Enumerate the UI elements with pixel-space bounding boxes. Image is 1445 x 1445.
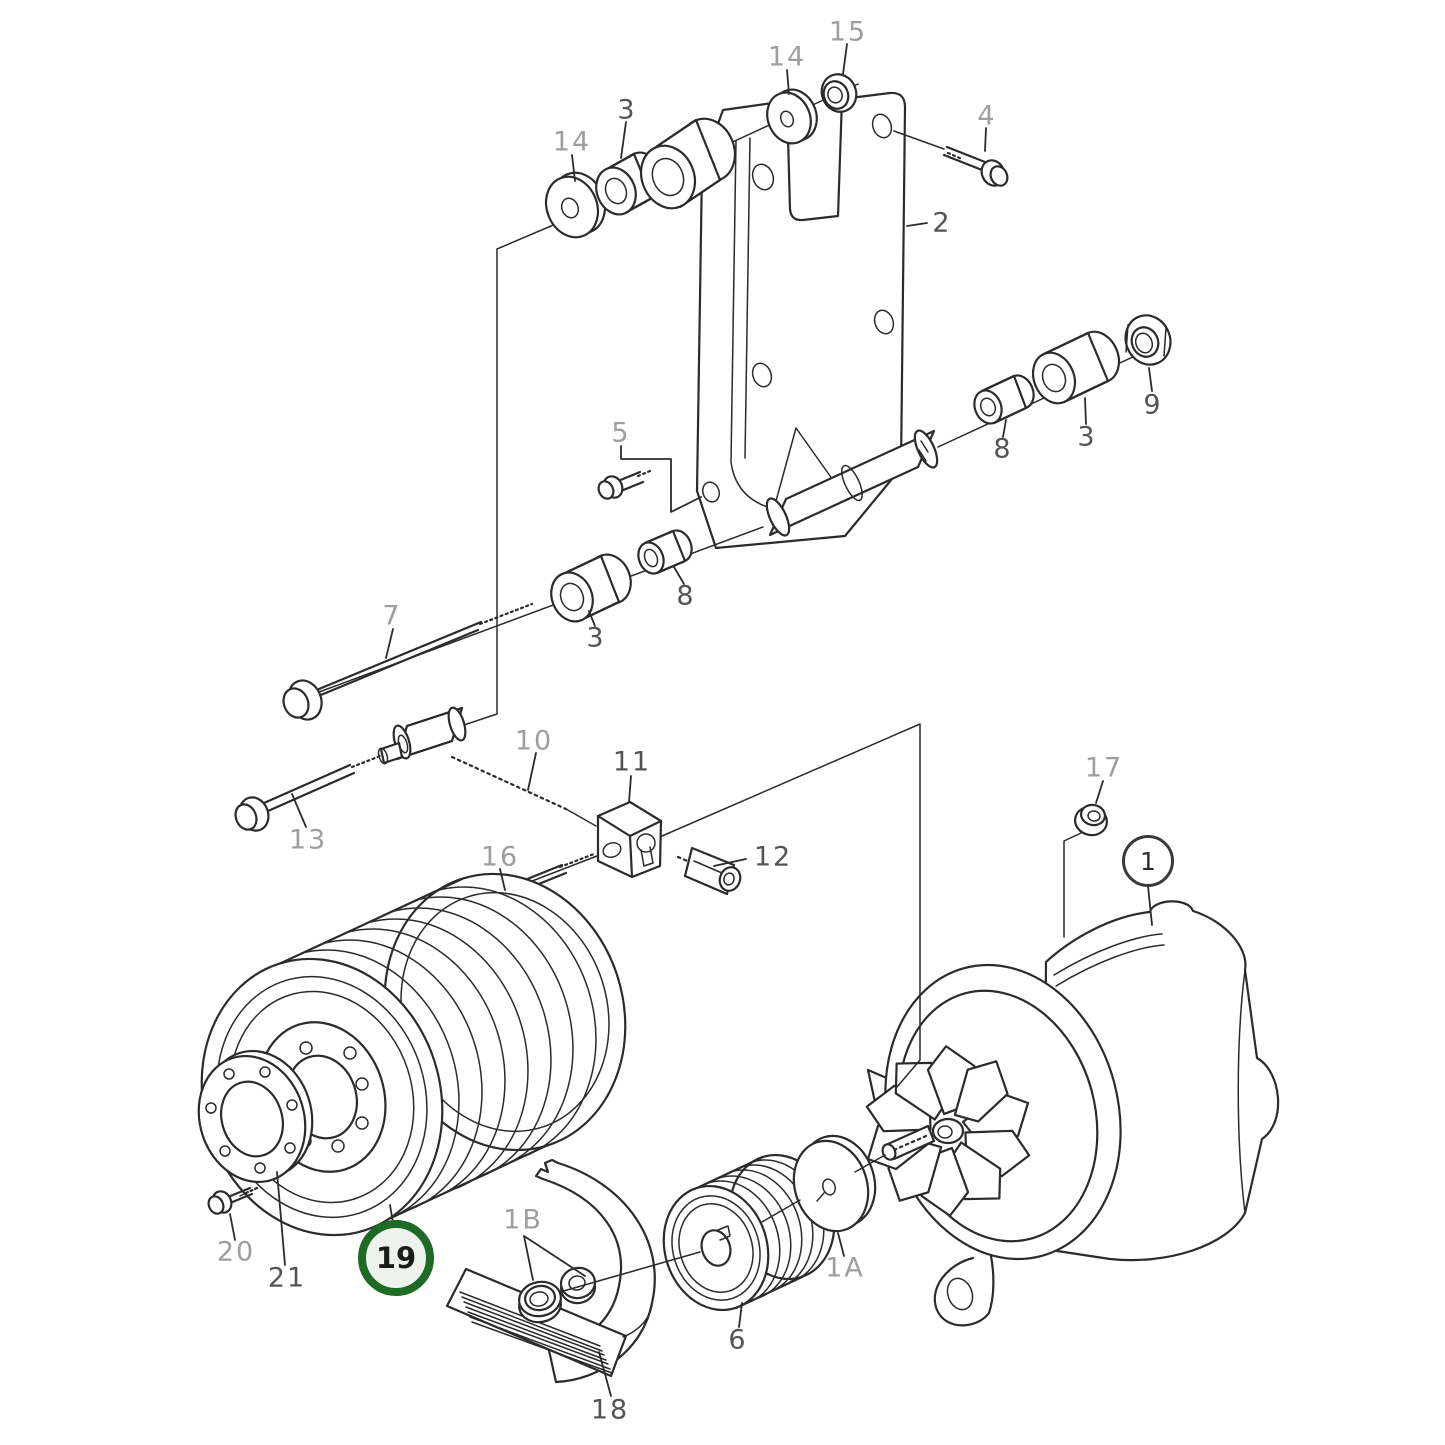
- part-bushing-sleeve-top: [639, 117, 737, 210]
- leader-lines: [229, 43, 1153, 1397]
- part-bolt-4: [942, 145, 1009, 187]
- callout-10: 10: [514, 725, 554, 757]
- alternator-shaft: [881, 1124, 936, 1161]
- callout-3: 3: [1077, 421, 1097, 453]
- part-trunnion-pivot: [377, 706, 467, 765]
- alignment-line-adjuster: [661, 723, 921, 1088]
- part-washer-14-right: [766, 88, 818, 145]
- axis-line-bottom: [559, 1154, 886, 1293]
- callout-8: 8: [676, 580, 696, 612]
- callout-16: 16: [480, 841, 520, 873]
- callout-20: 20: [216, 1236, 256, 1268]
- part-bolt-13: [234, 751, 390, 832]
- callout-1A: 1A: [825, 1252, 865, 1284]
- callout-21: 21: [267, 1262, 307, 1294]
- part-block-11: [596, 800, 663, 879]
- part-flange-nut-9: [1124, 314, 1172, 366]
- callout-1B: 1B: [503, 1204, 543, 1236]
- callout-9: 9: [1143, 389, 1163, 421]
- callout-3: 3: [617, 94, 637, 126]
- callout-7: 7: [382, 600, 402, 632]
- part-sleeve-8-middle: [637, 529, 693, 575]
- callout-12: 12: [753, 841, 793, 873]
- callout-6: 6: [728, 1324, 748, 1356]
- part-sleeve-8-right: [973, 374, 1035, 425]
- part-nut-17: [1063, 803, 1109, 938]
- part-washer-1b: [559, 1266, 597, 1305]
- part-spacer-3-middle: [550, 553, 632, 623]
- part-washer-1a: [792, 1134, 877, 1233]
- callout-3: 3: [586, 622, 606, 654]
- part-alternator: [859, 900, 1280, 1327]
- callout-5: 5: [611, 417, 631, 449]
- callout-11: 11: [612, 746, 652, 778]
- part-bolt-20: [207, 1186, 259, 1215]
- callout-4: 4: [977, 100, 997, 132]
- callout-2: 2: [932, 207, 952, 239]
- callout-1[interactable]: 1: [1122, 835, 1174, 887]
- callout-18: 18: [590, 1394, 630, 1426]
- alternator-fan: [859, 1042, 1037, 1220]
- part-bracket: [663, 91, 939, 550]
- part-belt-18: [445, 1158, 656, 1384]
- callout-15: 15: [828, 16, 868, 48]
- callout-8: 8: [993, 433, 1013, 465]
- callout-13: 13: [288, 824, 328, 856]
- axis-line-middle: [302, 526, 764, 699]
- callout-19-highlighted[interactable]: 19: [358, 1220, 434, 1296]
- part-spacer-3-right: [1031, 330, 1121, 405]
- callout-14: 14: [767, 41, 807, 73]
- part-flange-plate-21: [197, 1049, 314, 1184]
- callout-14: 14: [552, 126, 592, 158]
- part-bolt-5: [597, 469, 652, 500]
- part-nut-15: [820, 73, 858, 113]
- part-bolt-7: [282, 602, 534, 721]
- part-nut-1b: [518, 1280, 562, 1324]
- callout-17: 17: [1084, 752, 1124, 784]
- part-adjusting-rod-10: [450, 755, 597, 827]
- part-stud-12: [676, 846, 742, 896]
